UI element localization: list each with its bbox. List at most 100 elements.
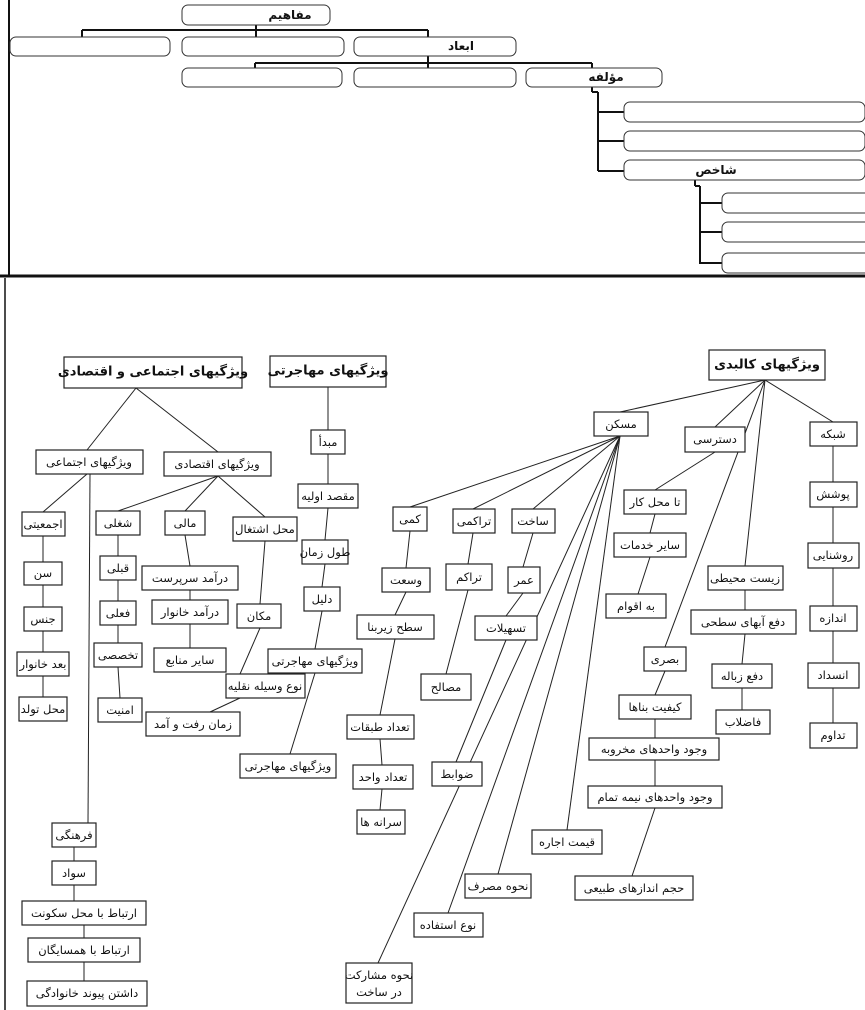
node-roshanaei xyxy=(807,542,860,569)
node-mahal-tavalod-label: محل تولد xyxy=(21,702,66,717)
node-pooshesh-label: پوشش xyxy=(816,487,849,502)
node-ertebat-maskoonat xyxy=(21,900,147,926)
edge-maskan-kami xyxy=(409,435,621,508)
node-physical-title xyxy=(708,349,826,381)
node-sayer-khadamat xyxy=(613,532,687,558)
node-dastresi xyxy=(684,426,746,453)
edge-omr-tashilat xyxy=(505,592,524,617)
node-ta-mahal-kar-label: تا محل کار xyxy=(629,495,681,510)
node-ghabli-label: قبلی xyxy=(107,561,129,575)
abad-label: ابعاد xyxy=(448,39,474,53)
edge-physical-dastresi xyxy=(714,379,766,428)
edge-ejtemai-farhangi xyxy=(87,473,91,824)
node-gheimat-ejare-label: قیمت اجاره xyxy=(539,835,595,850)
edge-eghtesadi-shoghli xyxy=(117,475,219,512)
node-sen xyxy=(23,561,63,586)
edge-khadamat-aghvam xyxy=(637,556,651,595)
node-be-aghvam xyxy=(605,593,667,619)
node-basari-label: بصری xyxy=(651,652,680,667)
node-vosat-label: وسعت xyxy=(390,573,422,588)
abad-box xyxy=(353,36,517,57)
edge-mali-sarparast xyxy=(184,534,191,567)
node-takhasosi-label: تخصصی xyxy=(98,648,138,662)
node-nahve-masraf xyxy=(464,873,532,899)
node-no-vasile xyxy=(225,673,306,699)
node-kami xyxy=(392,506,428,532)
node-no-estefade-label: نوع استفاده xyxy=(420,918,476,933)
shakhes-box xyxy=(623,159,865,181)
node-jens xyxy=(23,606,63,632)
node-tool-zaman-label: طول زمان xyxy=(300,545,351,560)
edge-tarakomi-tarakom xyxy=(467,532,474,565)
node-tashilat xyxy=(474,615,538,641)
edge-physical-zist xyxy=(744,379,766,567)
node-tarakomi-label: تراکمی xyxy=(457,514,491,529)
node-jamiati-label: اجمعیتی xyxy=(23,517,62,531)
node-tedad-tabaghat-label: تعداد طبقات xyxy=(350,720,410,734)
node-ta-mahal-kar xyxy=(623,489,687,515)
node-dafe-abha xyxy=(690,609,797,635)
edge-zirbana-tabaghat xyxy=(379,638,396,716)
node-maskan xyxy=(593,411,649,437)
node-vahedhaye-makhrube-label: وجود واحدهای مخروبه xyxy=(601,742,707,757)
edge-maskan-ejare xyxy=(566,435,621,831)
node-omr xyxy=(507,566,541,594)
node-ensedad-label: انسداد xyxy=(817,668,848,682)
edge-tabaghat-vahed xyxy=(379,738,383,766)
node-basari xyxy=(643,646,687,672)
node-eghtesadi-label: ویژگیهای اقتصادی xyxy=(174,457,259,472)
shakhes-child-box-1 xyxy=(721,192,865,214)
node-nahve-masraf-label: نحوه مصرف xyxy=(468,879,529,894)
node-savad xyxy=(51,860,97,886)
node-nahve-mosharekat-label-1: نحوه مشارکت xyxy=(345,968,414,983)
node-amniyat xyxy=(97,697,143,723)
node-sakht-label: ساخت xyxy=(517,514,549,528)
node-mabda-label: مبدأ xyxy=(319,434,338,449)
edge-ejtemai-jamiati xyxy=(42,473,88,513)
node-makan xyxy=(236,603,282,629)
edge-physical-maskan xyxy=(619,379,766,413)
node-farhangi-label: فرهنگی xyxy=(55,828,92,843)
node-feli-label: فعلی xyxy=(106,606,130,620)
edge-vosat-zirbana xyxy=(394,591,407,616)
node-zaman-raft xyxy=(145,711,241,737)
edge-tashilat-zavabet xyxy=(455,639,507,763)
node-vizhegi-2-label: ویژگیهای مهاجرتی xyxy=(245,759,332,774)
node-farhangi xyxy=(51,822,97,848)
node-masaleh xyxy=(420,673,472,701)
node-nahve-mosharekat xyxy=(345,962,413,1004)
mafahim-box xyxy=(181,4,331,26)
node-vahedhaye-nimetamam xyxy=(587,785,723,809)
node-zist-mohiti xyxy=(707,565,784,591)
node-zist-mohiti-label: زیست محیطی xyxy=(710,571,780,586)
node-eghtesadi xyxy=(163,451,272,477)
node-davam-label: تداوم xyxy=(820,728,845,743)
node-physical-title-label: ویژگیهای کالبدی xyxy=(714,357,820,373)
node-be-aghvam-label: به اقوام xyxy=(617,599,655,614)
node-vizhegi-1-label: ویژگیهای مهاجرتی xyxy=(272,654,359,669)
node-ertebat-hamsayegan-label: ارتباط با همسایگان xyxy=(38,943,130,958)
top-frame: مفاهیم ابعاد مؤلفه شاخص xyxy=(0,0,865,278)
shakhes-child-box-3 xyxy=(721,252,865,274)
node-saraneha xyxy=(356,809,406,835)
node-daramad-khanevar xyxy=(151,599,229,625)
edge-physical-basari xyxy=(664,379,766,648)
edge-kar-khadamat xyxy=(649,513,656,534)
edge-eghtesadi-eshteghal xyxy=(217,475,266,518)
edge-maskan-tarakomi xyxy=(472,435,621,510)
mafahim-child-box-1 xyxy=(9,36,171,57)
edge-nimetamam-hajm xyxy=(631,807,656,877)
node-zaman-raft-label: زمان رفت و آمد xyxy=(154,717,232,732)
bottom-nodes: ویژگیهای کالبدی شبکه پوشش روشنایی اندازه… xyxy=(16,349,860,1007)
node-migration-title-label: ویژگیهای مهاجرتی xyxy=(268,363,389,379)
node-sath-zirbana-label: سطح زیربنا xyxy=(367,620,422,635)
edge-basari-keyfiyat xyxy=(654,670,666,696)
node-tedad-tabaghat xyxy=(346,714,415,740)
node-maskan-label: مسکن xyxy=(605,417,637,432)
node-davam xyxy=(809,722,858,749)
bottom-connectors xyxy=(42,379,834,981)
node-ensedad xyxy=(807,662,860,689)
edge-socio-eghtesadi xyxy=(135,387,219,453)
